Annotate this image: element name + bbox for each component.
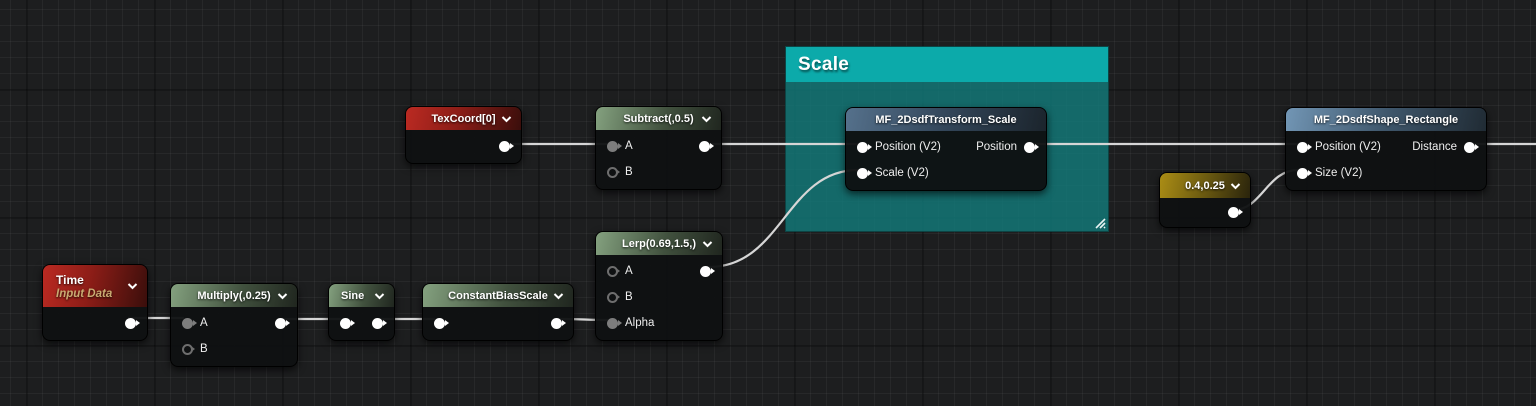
const-output-pin[interactable]	[1228, 206, 1239, 218]
lerp-input-alpha-pin[interactable]	[607, 317, 618, 329]
lerp-input-b-pin[interactable]	[607, 291, 618, 303]
node-sine-header[interactable]: Sine	[329, 284, 394, 307]
rectangle-distance-output-pin[interactable]	[1464, 141, 1475, 153]
multiply-input-a-pin[interactable]	[182, 317, 193, 329]
subtract-input-a-pin[interactable]	[607, 140, 618, 152]
node-constant-vector[interactable]: 0.4,0.25	[1159, 172, 1251, 228]
node-transform-header[interactable]: MF_2DsdfTransform_Scale	[846, 108, 1046, 131]
node-cbs-header[interactable]: ConstantBiasScale	[423, 284, 573, 307]
node-constant-bias-scale[interactable]: ConstantBiasScale	[422, 283, 574, 341]
node-sine[interactable]: Sine	[328, 283, 395, 341]
pin-label: Distance	[1412, 141, 1457, 153]
node-texcoord-header[interactable]: TexCoord[0]	[406, 107, 521, 130]
node-time[interactable]: Time Input Data	[42, 264, 148, 341]
pin-label: Size (V2)	[1315, 167, 1363, 179]
pin-label: Position (V2)	[875, 141, 941, 153]
node-mf-2dsdf-shape-rectangle[interactable]: MF_2DsdfShape_Rectangle Position (V2) Di…	[1285, 107, 1487, 191]
pin-label: B	[625, 291, 633, 303]
transform-scale-input-pin[interactable]	[857, 167, 868, 179]
chevron-down-icon[interactable]	[374, 292, 385, 299]
node-multiply[interactable]: Multiply(,0.25) A B	[170, 283, 298, 367]
transform-position-input-pin[interactable]	[857, 141, 868, 153]
node-rectangle-header[interactable]: MF_2DsdfShape_Rectangle	[1286, 108, 1486, 131]
sine-output-pin[interactable]	[372, 317, 383, 329]
texcoord-output-pin[interactable]	[499, 140, 510, 152]
pin-label: B	[200, 343, 208, 355]
multiply-output-pin[interactable]	[275, 317, 286, 329]
pin-label: Scale (V2)	[875, 167, 929, 179]
chevron-down-icon[interactable]	[702, 240, 713, 247]
node-title: Lerp(0.69,1.5,)	[622, 237, 696, 250]
node-lerp-header[interactable]: Lerp(0.69,1.5,)	[596, 232, 722, 255]
subtract-output-pin[interactable]	[699, 140, 710, 152]
node-const-header[interactable]: 0.4,0.25	[1160, 173, 1250, 198]
node-title: Time	[56, 272, 84, 287]
node-title: TexCoord[0]	[431, 112, 496, 125]
node-multiply-header[interactable]: Multiply(,0.25)	[171, 284, 297, 307]
cbs-input-pin[interactable]	[434, 317, 445, 329]
time-output-pin[interactable]	[125, 317, 136, 329]
comment-resize-handle[interactable]	[1092, 215, 1106, 229]
rectangle-size-input-pin[interactable]	[1297, 167, 1308, 179]
pin-label: A	[625, 265, 633, 277]
pin-label: Position	[976, 141, 1017, 153]
node-subtitle: Input Data	[56, 287, 113, 300]
node-lerp[interactable]: Lerp(0.69,1.5,) A B Alpha	[595, 231, 723, 341]
node-texcoord[interactable]: TexCoord[0]	[405, 106, 522, 164]
chevron-down-icon[interactable]	[553, 292, 564, 299]
node-subtract[interactable]: Subtract(,0.5) A B	[595, 106, 722, 190]
transform-position-output-pin[interactable]	[1024, 141, 1035, 153]
pin-label: A	[200, 317, 208, 329]
chevron-down-icon[interactable]	[127, 283, 138, 290]
node-title: ConstantBiasScale	[448, 289, 548, 302]
rectangle-position-input-pin[interactable]	[1297, 141, 1308, 153]
node-time-header[interactable]: Time Input Data	[43, 265, 147, 307]
pin-label: Position (V2)	[1315, 141, 1381, 153]
multiply-input-b-pin[interactable]	[182, 343, 193, 355]
chevron-down-icon[interactable]	[277, 292, 288, 299]
lerp-output-pin[interactable]	[700, 265, 711, 277]
node-title: 0.4,0.25	[1185, 179, 1225, 192]
chevron-down-icon[interactable]	[701, 115, 712, 122]
node-subtract-header[interactable]: Subtract(,0.5)	[596, 107, 721, 130]
node-title: Sine	[341, 289, 365, 302]
chevron-down-icon[interactable]	[501, 115, 512, 122]
subtract-input-b-pin[interactable]	[607, 166, 618, 178]
node-title: Subtract(,0.5)	[623, 112, 694, 125]
pin-label: Alpha	[625, 317, 655, 329]
node-title: MF_2DsdfTransform_Scale	[875, 113, 1017, 126]
chevron-down-icon[interactable]	[1230, 182, 1241, 189]
pin-label: A	[625, 140, 633, 152]
lerp-input-a-pin[interactable]	[607, 265, 618, 277]
node-mf-2dsdf-transform-scale[interactable]: MF_2DsdfTransform_Scale Position (V2) Po…	[845, 107, 1047, 191]
node-title: Multiply(,0.25)	[197, 289, 271, 302]
sine-input-pin[interactable]	[340, 317, 351, 329]
cbs-output-pin[interactable]	[551, 317, 562, 329]
node-title: MF_2DsdfShape_Rectangle	[1313, 113, 1459, 126]
comment-title[interactable]: Scale	[786, 47, 1108, 82]
pin-label: B	[625, 166, 633, 178]
